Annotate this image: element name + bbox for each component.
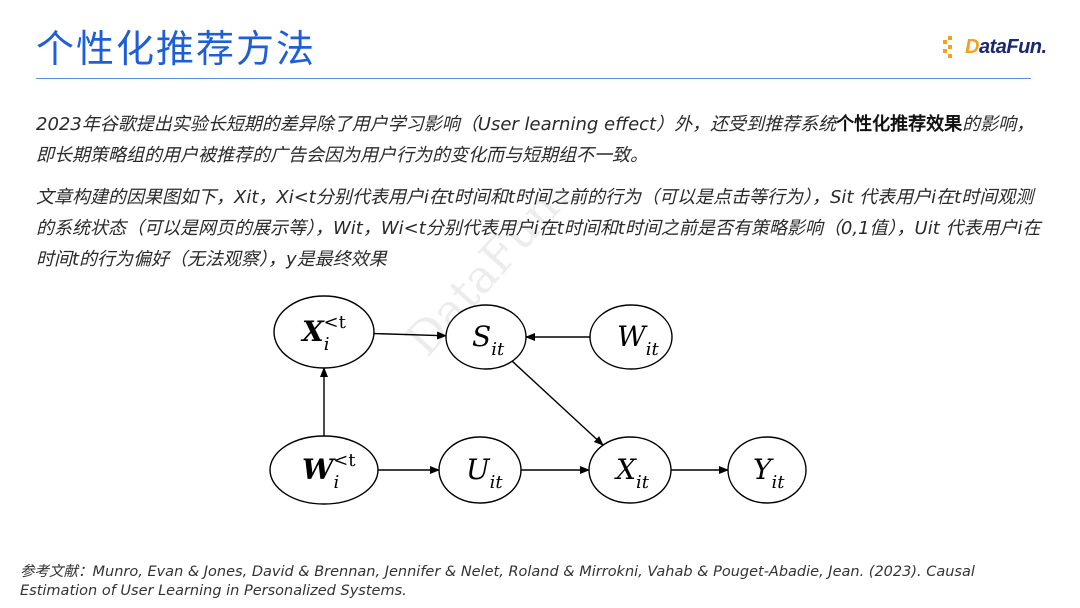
node-s: Sit <box>445 304 527 370</box>
datafun-logo: DataFun. <box>943 32 1047 62</box>
page-title: 个性化推荐方法 <box>36 27 317 71</box>
datafun-logo-text: DataFun. <box>965 35 1047 58</box>
intro-paragraph: 2023年谷歌提出实验长短期的差异除了用户学习影响（User learning … <box>36 109 1046 171</box>
node-y: Yit <box>727 436 807 504</box>
node-ellipse <box>269 435 379 505</box>
node-label: Wi<t <box>302 450 356 493</box>
node-ellipse <box>445 304 527 370</box>
node-label: Xit <box>614 453 650 493</box>
title-divider <box>36 78 1031 79</box>
reference-citation: 参考文献：Munro, Evan & Jones, David & Brenna… <box>20 564 975 599</box>
node-w-now: Wit <box>589 304 673 370</box>
node-ellipse <box>273 295 375 369</box>
datafun-logo-icon <box>943 36 952 58</box>
edge-x_past-to-s <box>373 331 448 340</box>
causal-graph-description: 文章构建的因果图如下，Xit，Xi<t分别代表用户i在t时间和t时间之前的行为（… <box>36 187 1041 270</box>
node-x-past: Xi<t <box>273 295 375 369</box>
intro-text-after: 的影响，即长期策略组的用户被推荐的广告会因为用户行为的变化而与短期组不一致。 <box>36 114 1035 166</box>
node-ellipse <box>589 304 673 370</box>
node-label: Yit <box>753 453 785 493</box>
intro-emphasis: 个性化推荐效果 <box>836 114 963 135</box>
node-u: Uit <box>438 436 522 504</box>
node-ellipse <box>588 436 672 504</box>
intro-text-before: 2023年谷歌提出实验长短期的差异除了用户学习影响（User learning … <box>36 114 837 135</box>
edge-s-to-x_now <box>511 360 604 446</box>
node-label: Xi<t <box>300 312 347 355</box>
node-label: Uit <box>466 453 503 493</box>
node-w-past: Wi<t <box>269 435 379 505</box>
node-label: Sit <box>472 320 505 360</box>
node-x-now: Xit <box>588 436 672 504</box>
node-ellipse <box>438 436 522 504</box>
node-ellipse <box>727 436 807 504</box>
node-label: Wit <box>617 320 660 360</box>
graph-edges <box>320 331 729 474</box>
